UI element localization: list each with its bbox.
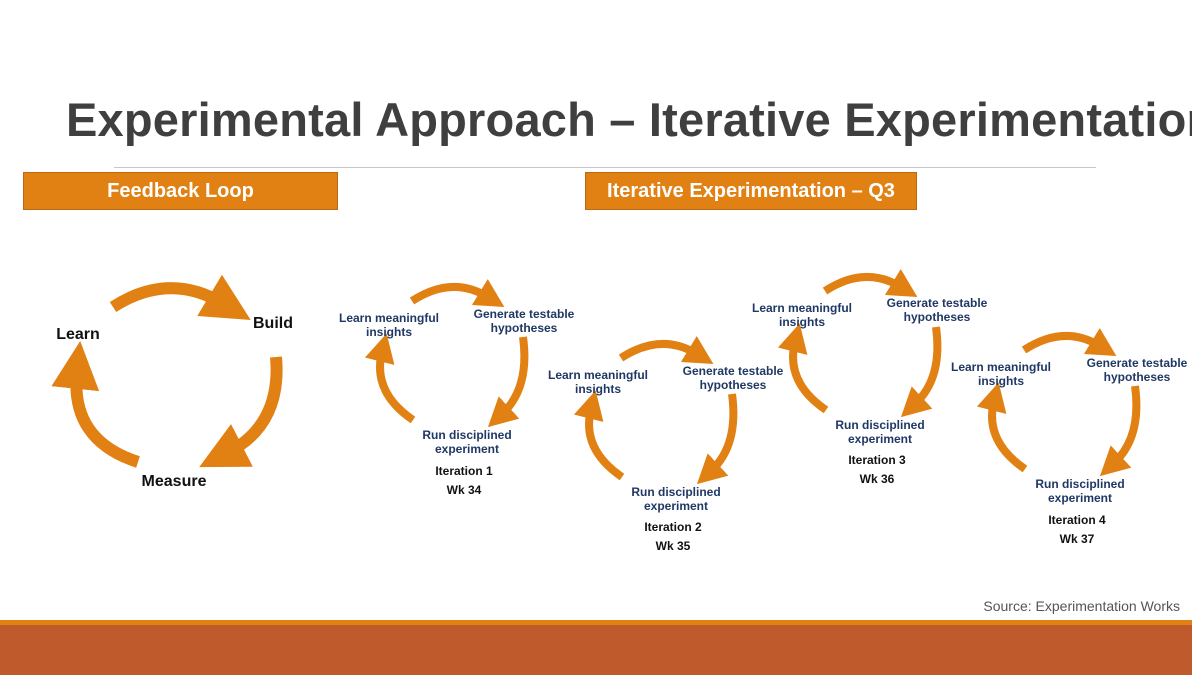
cycle-arrow-icon <box>573 390 625 481</box>
measure-label: Measure <box>141 473 207 490</box>
iteration-3-cycle-icon <box>777 269 942 418</box>
iteration-4-cycle-icon <box>976 328 1141 477</box>
page-title: Experimental Approach – Iterative Experi… <box>66 93 1192 146</box>
footer-band <box>0 625 1192 675</box>
cycle-arrow-icon <box>618 336 714 365</box>
cycle-arrow-icon <box>777 323 829 414</box>
cycle-arrow-icon <box>1099 385 1141 477</box>
cycle-arrow-icon <box>109 274 251 321</box>
cycle-arrow-icon <box>409 279 505 308</box>
cycle-arrow-icon <box>51 340 140 468</box>
footer-accent-line <box>0 620 1192 625</box>
cycle-arrow-icon <box>1021 328 1117 357</box>
source-citation: Source: Experimentation Works <box>983 598 1180 614</box>
cycle-arrow-icon <box>822 269 918 298</box>
cycle-arrow-icon <box>976 382 1028 473</box>
cycle-arrow-icon <box>696 393 738 485</box>
title-divider <box>114 167 1096 168</box>
feedback-loop-cycle-icon <box>51 274 283 468</box>
build-label: Build <box>253 315 293 332</box>
cycle-arrow-icon <box>900 326 942 418</box>
feedback-loop-header: Feedback Loop <box>23 172 338 210</box>
cycle-arrow-icon <box>487 336 529 428</box>
cycle-arrow-icon <box>364 333 416 424</box>
iteration-1-cycle-icon <box>364 279 529 428</box>
iterative-experimentation-header: Iterative Experimentation – Q3 <box>585 172 917 210</box>
learn-label: Learn <box>56 326 100 343</box>
iteration-2-cycle-icon <box>573 336 738 485</box>
cycle-arrow-icon <box>199 356 283 468</box>
